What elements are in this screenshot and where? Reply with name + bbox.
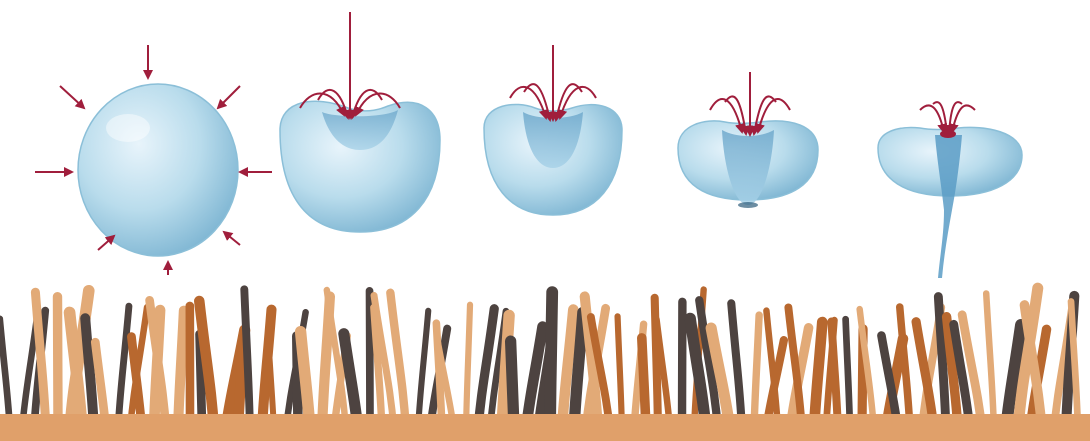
fiber — [118, 306, 129, 430]
stage-3-bubble — [484, 45, 622, 215]
fiber — [178, 311, 184, 430]
fiber — [466, 305, 470, 430]
stage-2-bubble — [280, 12, 440, 232]
fiber — [57, 297, 58, 430]
microjet — [935, 135, 962, 278]
fiber — [0, 319, 10, 430]
fiber — [986, 293, 994, 430]
fiber — [244, 289, 250, 430]
fiber — [754, 315, 759, 430]
stage-4-bubble — [678, 72, 818, 208]
fiber — [618, 316, 622, 430]
stage-5-bubble — [878, 102, 1022, 278]
fiber — [550, 292, 552, 430]
stage-1-bubble — [35, 45, 272, 275]
fiber — [814, 322, 822, 430]
fiber — [846, 319, 850, 430]
fibrous-substrate — [0, 288, 1078, 430]
sphere-bubble — [78, 84, 238, 256]
fiber — [418, 311, 428, 430]
fiber — [831, 322, 838, 430]
fiber — [731, 303, 742, 430]
substrate-base — [0, 414, 1090, 441]
